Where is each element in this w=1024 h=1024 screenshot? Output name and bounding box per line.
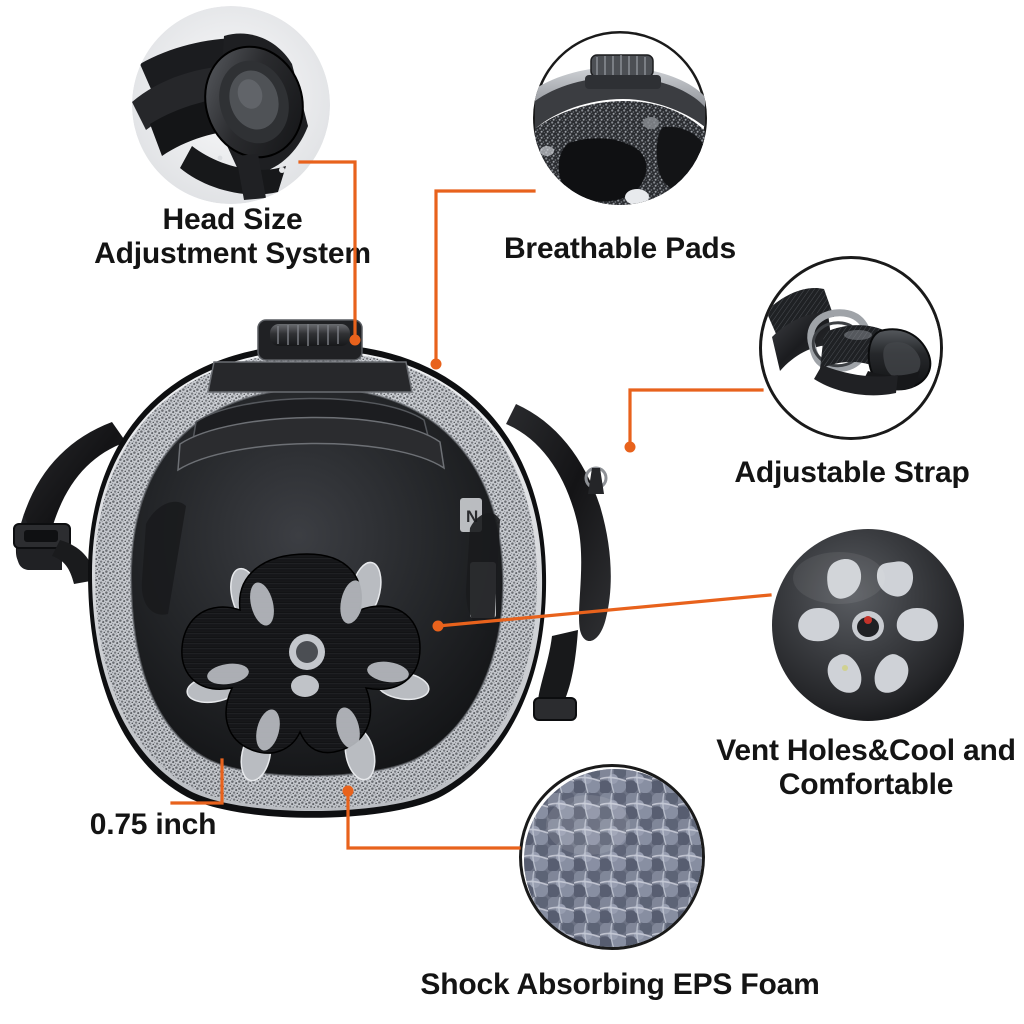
helmet-interior-hero-image: N (0, 318, 700, 838)
callout-label-vent-holes-cool-and-comfortable: Vent Holes&Cool and Comfortable (716, 734, 1016, 802)
helmet-top-vents-photo (769, 526, 967, 724)
callout-image-shock-absorbing-eps-foam (519, 764, 705, 950)
center-comfort-pad (181, 553, 421, 754)
callout-label-head-size-adjustment-system: Head Size Adjustment System (94, 203, 371, 271)
right-side-pad (466, 513, 500, 631)
eps-foam-macro-photo (524, 769, 702, 947)
callout-label-adjustable-strap: Adjustable Strap (734, 456, 970, 489)
strap-buckle-photo (763, 260, 940, 437)
callout-label-shock-absorbing-eps-foam: Shock Absorbing EPS Foam (420, 968, 820, 1001)
retention-cradle (177, 319, 445, 472)
callout-image-adjustable-strap (759, 256, 943, 440)
retention-dial-photo (132, 6, 330, 204)
helmet-interior-illustration: N (13, 319, 611, 818)
breathable-pads-photo (533, 31, 707, 205)
callout-image-vent-holes-cool-and-comfortable (769, 526, 967, 724)
left-chin-strap (13, 422, 126, 584)
vent-hole-group (798, 559, 938, 693)
callout-label-thickness-dimension: 0.75 inch (89, 808, 217, 841)
left-side-pad (141, 501, 186, 615)
callout-image-head-size-adjustment-system (132, 6, 330, 204)
right-chin-strap (506, 404, 611, 721)
callout-image-breathable-pads (533, 31, 707, 205)
callout-label-breathable-pads: Breathable Pads (503, 232, 737, 265)
